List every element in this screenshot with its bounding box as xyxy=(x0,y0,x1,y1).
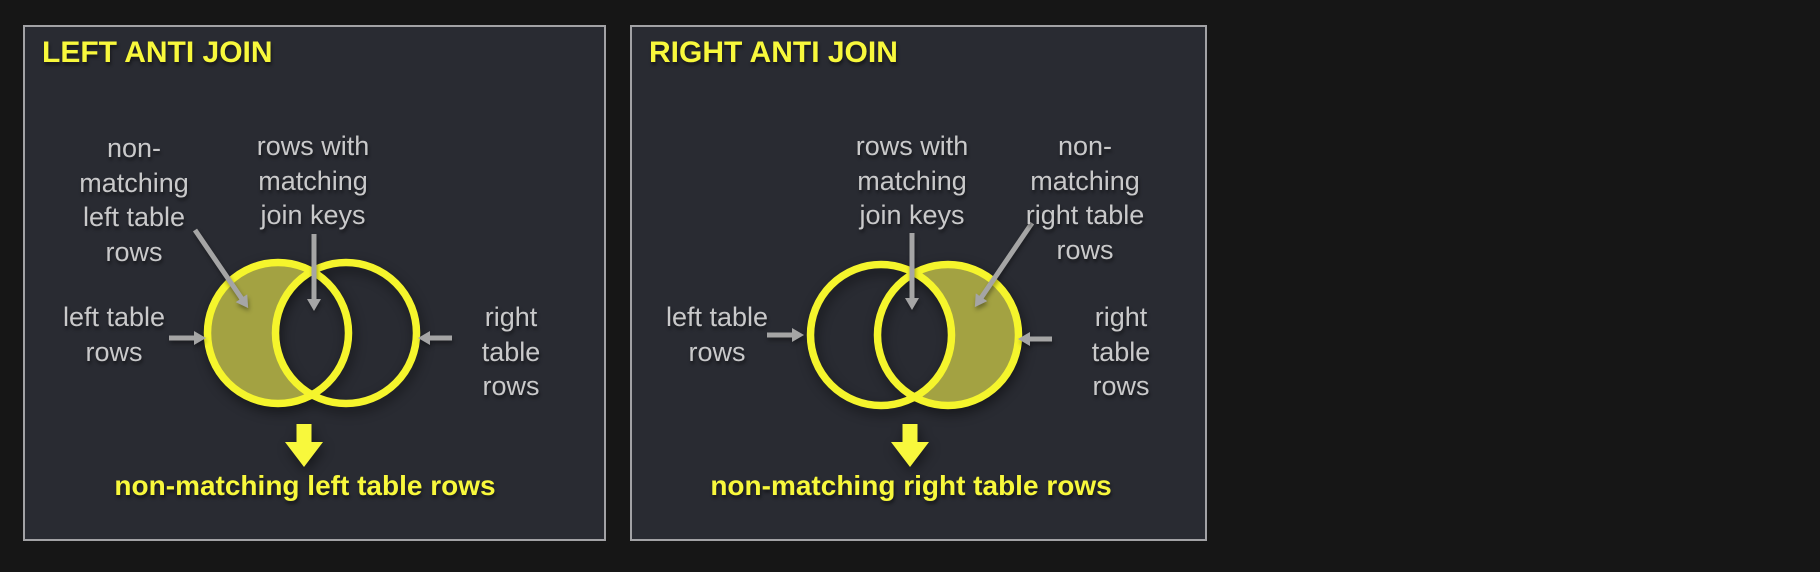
panel-right-anti-join: RIGHT ANTI JOIN rows with matching join … xyxy=(630,25,1207,541)
result-caption: non-matching right table rows xyxy=(710,470,1112,501)
label-left-table-rows: left table rows xyxy=(665,302,769,367)
result-arrow-down-icon xyxy=(891,424,929,467)
pointer-arrow-non-matching-icon xyxy=(974,221,1035,308)
label-left-table-rows: left table rows xyxy=(62,302,166,367)
label-matching-join-keys: rows with matching join keys xyxy=(256,131,370,230)
left-table-circle xyxy=(203,258,353,408)
label-matching-join-keys: rows with matching join keys xyxy=(855,131,969,230)
label-right-table-rows: right table rows xyxy=(1091,302,1151,401)
label-right-table-rows: right table rows xyxy=(481,302,541,401)
right-table-circle xyxy=(271,258,421,408)
label-non-matching-right-rows: non- matching right table rows xyxy=(1025,131,1145,265)
left-table-circle xyxy=(806,260,956,410)
result-caption: non-matching left table rows xyxy=(114,470,496,501)
left-circle-crescent-fill xyxy=(207,262,349,404)
venn-diagram-left-anti-join xyxy=(169,228,452,467)
venn-diagram-right-anti-join xyxy=(767,221,1052,467)
right-circle-crescent-fill xyxy=(877,264,1019,406)
panel-title: LEFT ANTI JOIN xyxy=(42,36,273,69)
pointer-arrow-non-matching-icon xyxy=(192,228,249,309)
label-non-matching-left-rows: non- matching left table rows xyxy=(79,133,189,267)
right-table-circle xyxy=(873,260,1023,410)
result-arrow-down-icon xyxy=(285,424,323,467)
panel-title: RIGHT ANTI JOIN xyxy=(649,36,898,69)
panel-left-anti-join: LEFT ANTI JOIN non- matching left table … xyxy=(23,25,606,541)
